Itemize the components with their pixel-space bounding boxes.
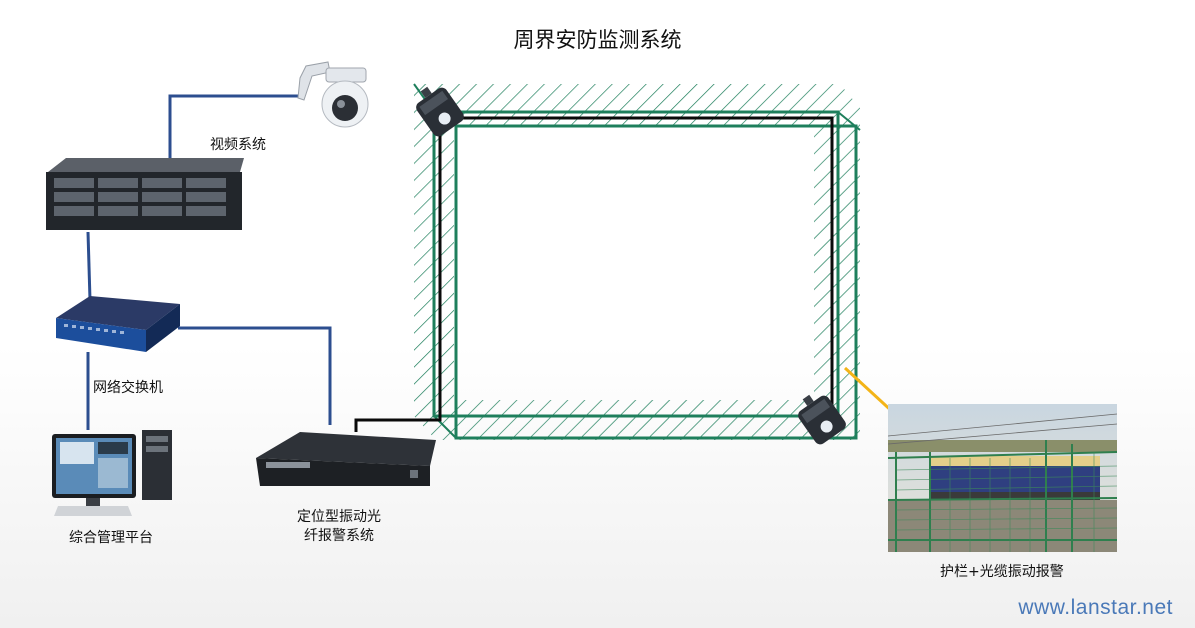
link-server-switch — [86, 231, 92, 301]
watermark: www.lanstar.net — [1018, 596, 1173, 619]
page-title: 周界安防监测系统 — [513, 28, 682, 52]
link-switch-alarm — [178, 326, 332, 425]
link-camera-server — [168, 94, 303, 158]
label-fiber-alarm-line1: 定位型振动光 — [297, 509, 381, 525]
network-links — [86, 94, 332, 430]
junction-box-bottom — [798, 394, 846, 445]
label-video-system: 视频系统 — [210, 137, 266, 153]
ptz-camera-icon — [297, 61, 369, 128]
fence-photo — [887, 404, 1118, 552]
storage-server-icon — [46, 158, 244, 230]
network-switch-icon — [56, 296, 180, 352]
label-fence-alarm: 护栏+光缆振动报警 — [940, 564, 1064, 580]
junction-box-top — [416, 86, 464, 137]
label-fiber-alarm-line2: 纤报警系统 — [304, 528, 374, 544]
workstation-icon — [52, 430, 172, 516]
perimeter-fence — [413, 83, 861, 440]
label-network-switch: 网络交换机 — [93, 380, 163, 396]
label-management-platform: 综合管理平台 — [69, 530, 153, 546]
fiber-alarm-host-icon — [256, 432, 436, 486]
